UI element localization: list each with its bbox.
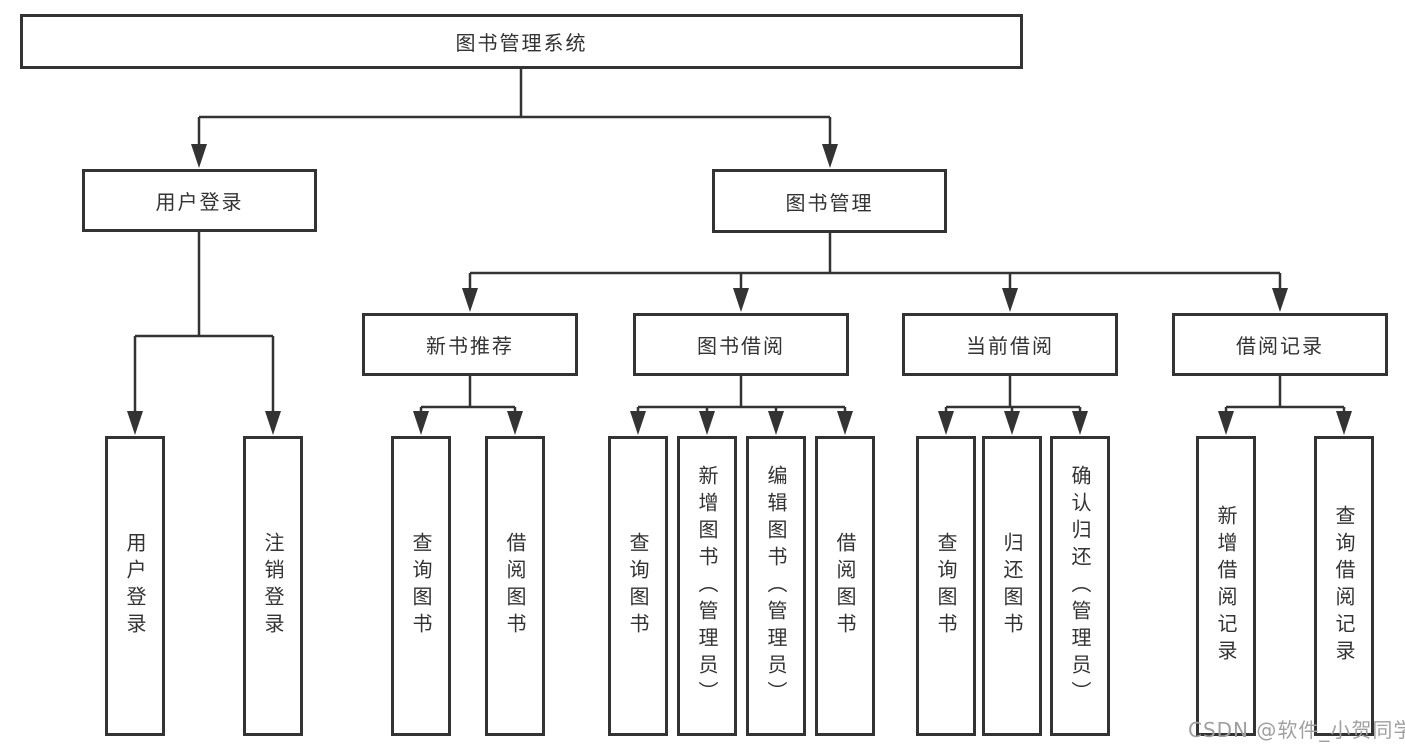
- node-label: 新增图书（管理员）: [695, 464, 719, 708]
- node-current-borrowing: 当前借阅: [902, 313, 1118, 376]
- node-library-management-system: 图书管理系统: [20, 14, 1023, 69]
- node-book-borrowing: 图书借阅: [633, 313, 849, 376]
- leaf-add-borrow-record: 新增借阅记录: [1196, 436, 1256, 736]
- node-label: 图书借阅: [697, 334, 785, 358]
- leaf-user-login: 用户登录: [105, 436, 165, 736]
- leaf-edit-books-admin: 编辑图书（管理员）: [746, 436, 806, 736]
- csdn-watermark: CSDN @软件_小贺同学: [1188, 718, 1405, 742]
- leaf-query-books-1: 查询图书: [391, 436, 451, 736]
- leaf-query-books-2: 查询图书: [608, 436, 668, 736]
- node-label: 查询图书: [626, 532, 650, 640]
- node-new-book-recommendation: 新书推荐: [362, 313, 578, 376]
- leaf-borrow-books-2: 借阅图书: [815, 436, 875, 736]
- leaf-return-books: 归还图书: [982, 436, 1042, 736]
- node-label: 当前借阅: [966, 334, 1054, 358]
- node-label: 图书管理: [785, 190, 874, 215]
- node-label: 借阅图书: [503, 532, 527, 640]
- node-label: 用户登录: [155, 190, 244, 214]
- node-label: 查询图书: [934, 532, 958, 640]
- leaf-query-borrow-record: 查询借阅记录: [1314, 436, 1374, 736]
- node-label: 图书管理系统: [455, 31, 588, 55]
- node-label: 查询借阅记录: [1332, 505, 1356, 667]
- node-label: 新书推荐: [426, 334, 514, 358]
- node-label: 注销登录: [261, 532, 285, 640]
- leaf-logout: 注销登录: [243, 436, 303, 736]
- node-user-login: 用户登录: [82, 169, 317, 232]
- leaf-add-books-admin: 新增图书（管理员）: [677, 436, 737, 736]
- node-label: 借阅记录: [1236, 334, 1324, 358]
- leaf-query-books-3: 查询图书: [916, 436, 976, 736]
- node-borrowing-records: 借阅记录: [1172, 313, 1388, 376]
- node-label: 确认归还（管理员）: [1068, 464, 1092, 708]
- node-label: 归还图书: [1000, 532, 1024, 640]
- node-book-management: 图书管理: [712, 169, 947, 233]
- node-label: 编辑图书（管理员）: [764, 464, 788, 708]
- node-label: 新增借阅记录: [1214, 505, 1238, 667]
- leaf-borrow-books-1: 借阅图书: [485, 436, 545, 736]
- node-label: 查询图书: [409, 532, 433, 640]
- leaf-confirm-return-admin: 确认归还（管理员）: [1050, 436, 1110, 736]
- node-label: 用户登录: [123, 532, 147, 640]
- node-label: 借阅图书: [833, 532, 857, 640]
